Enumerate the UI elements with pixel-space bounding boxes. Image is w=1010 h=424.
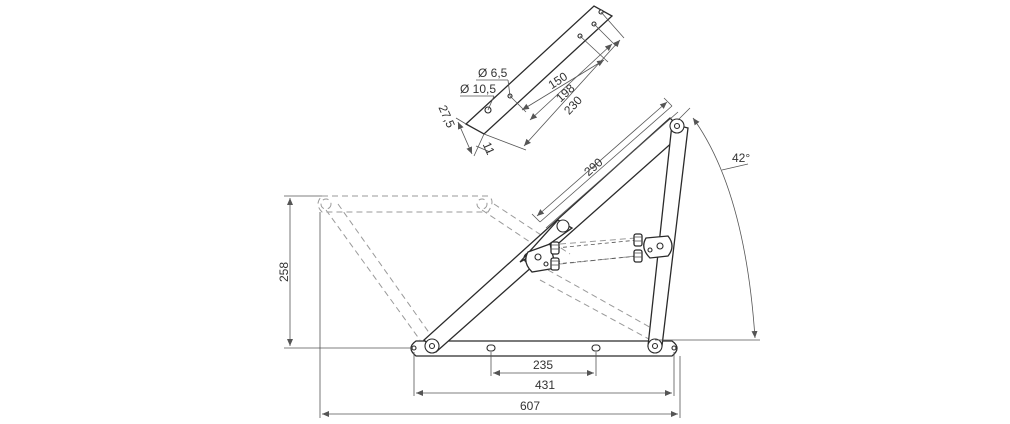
detail-offset-label: 11 [480,140,498,157]
hole-large-label: Ø 10,5 [460,82,496,96]
dimension-258: 258 [277,195,412,349]
hole-small-label: Ø 6,5 [478,66,508,80]
dimension-235: 235 [490,352,597,376]
springs [550,233,643,271]
dimension-607-label: 607 [520,399,540,413]
upright-arm [647,118,689,354]
spring-plate-left [525,243,557,273]
closed-position-outline [317,195,663,345]
spring-plate-right [643,235,673,259]
dimension-431-label: 431 [535,378,555,392]
angle-42-label: 42° [732,151,750,165]
detail-width-label: 27,5 [436,103,458,130]
dimension-431: 431 [413,352,675,396]
angle-42: 42° [655,107,760,341]
dimension-607: 607 [319,212,681,418]
dimension-235-label: 235 [533,358,553,372]
dimension-258-label: 258 [277,262,291,282]
arm-detail-view: Ø 6,5 Ø 10,5 150 198 230 27,5 11 [436,5,625,157]
base-bar [410,340,678,357]
